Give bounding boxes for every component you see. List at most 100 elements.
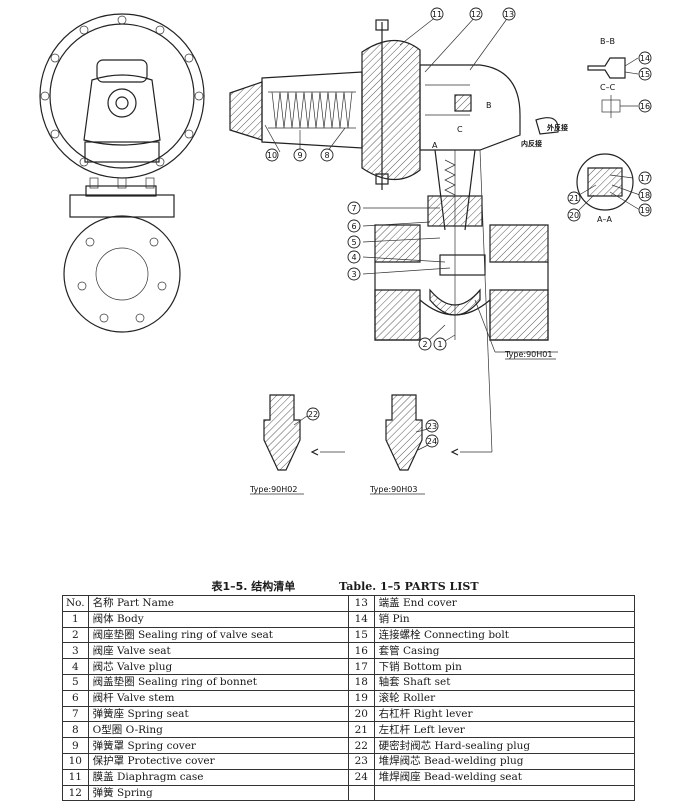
- svg-text:12: 12: [471, 10, 481, 19]
- variant-90h02-drawing: [263, 394, 345, 471]
- caption-chinese: 表1–5. 结构清单: [211, 580, 296, 593]
- callout-5: 5: [347, 235, 361, 249]
- svg-text:20: 20: [569, 211, 579, 220]
- callout-1: 1: [433, 337, 447, 351]
- svg-text:8: 8: [324, 151, 329, 160]
- section-view: [229, 19, 549, 341]
- svg-text:21: 21: [569, 194, 579, 203]
- callout-15: 15: [638, 67, 652, 81]
- svg-text:6: 6: [351, 222, 356, 231]
- callout-22: 22: [306, 407, 320, 421]
- caption-english: Table. 1–5 PARTS LIST: [339, 580, 479, 593]
- part-name-cell: 堆焊阀芯 Bead-welding plug: [373, 752, 636, 770]
- part-name-cell: 滚轮 Roller: [373, 689, 636, 707]
- part-no-cell: 23: [347, 752, 375, 770]
- part-name-cell: 套管 Casing: [373, 642, 636, 660]
- callout-2: 2: [418, 337, 432, 351]
- part-no-cell: 13: [347, 595, 375, 612]
- part-no-cell: 4: [62, 658, 89, 675]
- section-bb-label: B–B: [600, 37, 615, 46]
- type-label-90h02: Type:90H02: [249, 485, 297, 494]
- header-name-cell: 名称 Part Name: [87, 595, 349, 612]
- letter-a: A: [432, 141, 438, 150]
- svg-text:10: 10: [267, 151, 277, 160]
- type-label-90h01: Type:90H01: [504, 350, 552, 359]
- part-no-cell: 12: [62, 784, 89, 802]
- part-no-cell: 21: [347, 721, 375, 739]
- callout-19: 19: [638, 203, 652, 217]
- part-no-cell: 22: [347, 737, 375, 754]
- callout-21: 21: [567, 191, 581, 205]
- part-name-cell: 阀芯 Valve plug: [87, 658, 349, 675]
- part-no-cell: 6: [62, 689, 89, 707]
- part-no-cell: 24: [347, 768, 375, 786]
- svg-text:9: 9: [297, 151, 302, 160]
- callout-12: 12: [469, 7, 483, 21]
- part-name-cell: 堆焊阀座 Bead-welding seat: [373, 768, 636, 786]
- part-name-cell: 弹簧 Spring: [87, 784, 349, 802]
- svg-text:17: 17: [640, 174, 650, 183]
- callout-14: 14: [638, 51, 652, 65]
- callout-8: 8: [320, 148, 334, 162]
- part-no-cell: 17: [347, 658, 375, 675]
- part-no-cell: 5: [62, 673, 89, 691]
- part-no-cell: 16: [347, 642, 375, 660]
- svg-text:2: 2: [422, 340, 427, 349]
- svg-text:4: 4: [351, 253, 356, 262]
- part-name-cell: O型圈 O-Ring: [87, 721, 349, 739]
- part-callouts: 1 2 3 4 5 6 7 8 9 10 11 12 13 14 15 16 1…: [265, 7, 652, 448]
- svg-text:24: 24: [427, 437, 437, 446]
- callout-11: 11: [430, 7, 444, 21]
- part-no-cell: 9: [62, 737, 89, 754]
- part-no-cell: 11: [62, 768, 89, 786]
- part-no-cell: 1: [62, 610, 89, 628]
- callout-7: 7: [347, 201, 361, 215]
- part-name-cell: 弹簧座 Spring seat: [87, 705, 349, 723]
- svg-text:11: 11: [432, 10, 442, 19]
- part-no-cell: 18: [347, 673, 375, 691]
- part-no-cell: 15: [347, 626, 375, 644]
- callout-10: 10: [265, 148, 279, 162]
- part-no-cell: 19: [347, 689, 375, 707]
- svg-text:3: 3: [351, 270, 356, 279]
- part-no-cell: 7: [62, 705, 89, 723]
- callout-3: 3: [347, 267, 361, 281]
- part-name-cell: 端盖 End cover: [373, 595, 636, 612]
- part-name-cell: 左杠杆 Left lever: [373, 721, 636, 739]
- inner-lever-note: 内反接: [521, 139, 542, 148]
- svg-text:7: 7: [351, 204, 356, 213]
- callout-13: 13: [502, 7, 516, 21]
- part-name-cell: 阀杆 Valve stem: [87, 689, 349, 707]
- section-cc-label: C–C: [600, 83, 616, 92]
- part-name-cell: 右杠杆 Right lever: [373, 705, 636, 723]
- table-caption: 表1–5. 结构清单 Table. 1–5 PARTS LIST: [0, 578, 690, 594]
- part-name-cell: 阀座 Valve seat: [87, 642, 349, 660]
- callout-20: 20: [567, 208, 581, 222]
- svg-text:14: 14: [640, 54, 650, 63]
- callout-17: 17: [638, 171, 652, 185]
- callout-23: 23: [425, 419, 439, 433]
- letter-b: B: [486, 101, 492, 110]
- part-name-cell: 阀盖垫圈 Sealing ring of bonnet: [87, 673, 349, 691]
- callout-24: 24: [425, 434, 439, 448]
- part-no-cell: [347, 784, 375, 802]
- part-no-cell: 8: [62, 721, 89, 739]
- svg-text:23: 23: [427, 422, 437, 431]
- part-name-cell: 连接螺栓 Connecting bolt: [373, 626, 636, 644]
- svg-text:16: 16: [640, 102, 650, 111]
- part-no-cell: 10: [62, 752, 89, 770]
- part-name-cell: 弹簧罩 Spring cover: [87, 737, 349, 754]
